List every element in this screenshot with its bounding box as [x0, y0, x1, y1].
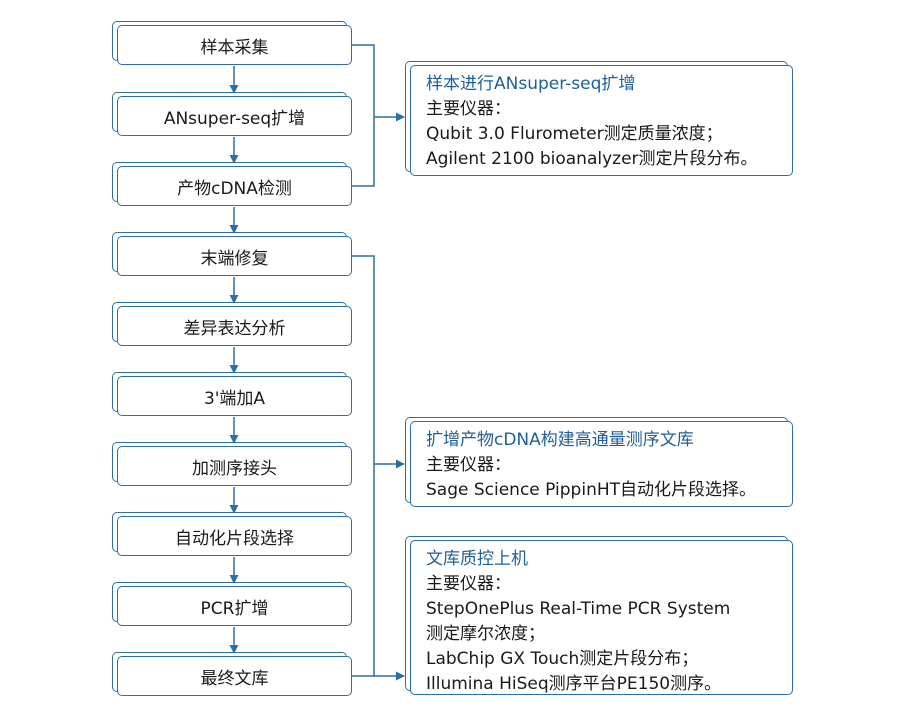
info-box-qc-sequencing: 文库质控上机 主要仪器： StepOnePlus Real-Time PCR S… — [410, 540, 793, 695]
step-box: 差异表达分析 — [117, 306, 352, 346]
bracket-lines — [352, 44, 405, 681]
step-box: 最终文库 — [117, 656, 352, 696]
step-label: 样本采集 — [200, 37, 269, 58]
info-title: 扩增产物cDNA构建高通量测序文库 — [426, 430, 694, 450]
step-box: 自动化片段选择 — [117, 516, 352, 556]
step-label: 加测序接头 — [192, 458, 277, 479]
info-title: 文库质控上机 — [426, 549, 528, 569]
step-box: 加测序接头 — [117, 446, 352, 486]
info-line: 主要仪器： — [426, 99, 511, 119]
step-label: 产物cDNA检测 — [177, 178, 292, 199]
info-line: Illumina HiSeq测序平台PE150测序。 — [426, 674, 722, 694]
info-line: Qubit 3.0 Flurometer测定质量浓度； — [426, 124, 723, 144]
bracket-group-1 — [352, 44, 375, 187]
step-box: PCR扩增 — [117, 586, 352, 626]
info-line: 主要仪器： — [426, 574, 511, 594]
step-box: 3'端加A — [117, 376, 352, 416]
step-label: 差异表达分析 — [183, 318, 286, 339]
info-line: 测定摩尔浓度； — [426, 624, 545, 644]
info-line: Agilent 2100 bioanalyzer测定片段分布。 — [426, 149, 758, 169]
info-line: 主要仪器： — [426, 455, 511, 475]
info-title: 样本进行ANsuper-seq扩增 — [426, 74, 636, 94]
info-box-library-construction: 扩增产物cDNA构建高通量测序文库 主要仪器： Sage Science Pip… — [410, 421, 793, 507]
step-box: 末端修复 — [117, 236, 352, 276]
bracket-group-2 — [352, 255, 375, 677]
step-label: ANsuper-seq扩增 — [163, 108, 306, 129]
step-box: 样本采集 — [117, 25, 352, 65]
step-label: PCR扩增 — [200, 598, 269, 619]
step-label: 3'端加A — [203, 388, 266, 409]
info-line: StepOnePlus Real-Time PCR System — [426, 599, 731, 619]
step-box: ANsuper-seq扩增 — [117, 96, 352, 136]
info-box-amplification: 样本进行ANsuper-seq扩增 主要仪器： Qubit 3.0 Flurom… — [410, 65, 793, 176]
step-box: 产物cDNA检测 — [117, 166, 352, 206]
info-line: Sage Science PippinHT自动化片段选择。 — [426, 480, 757, 500]
info-line: LabChip GX Touch测定片段分布； — [426, 649, 699, 669]
step-label: 最终文库 — [200, 668, 269, 689]
step-label: 自动化片段选择 — [175, 528, 294, 549]
step-label: 末端修复 — [200, 248, 269, 269]
